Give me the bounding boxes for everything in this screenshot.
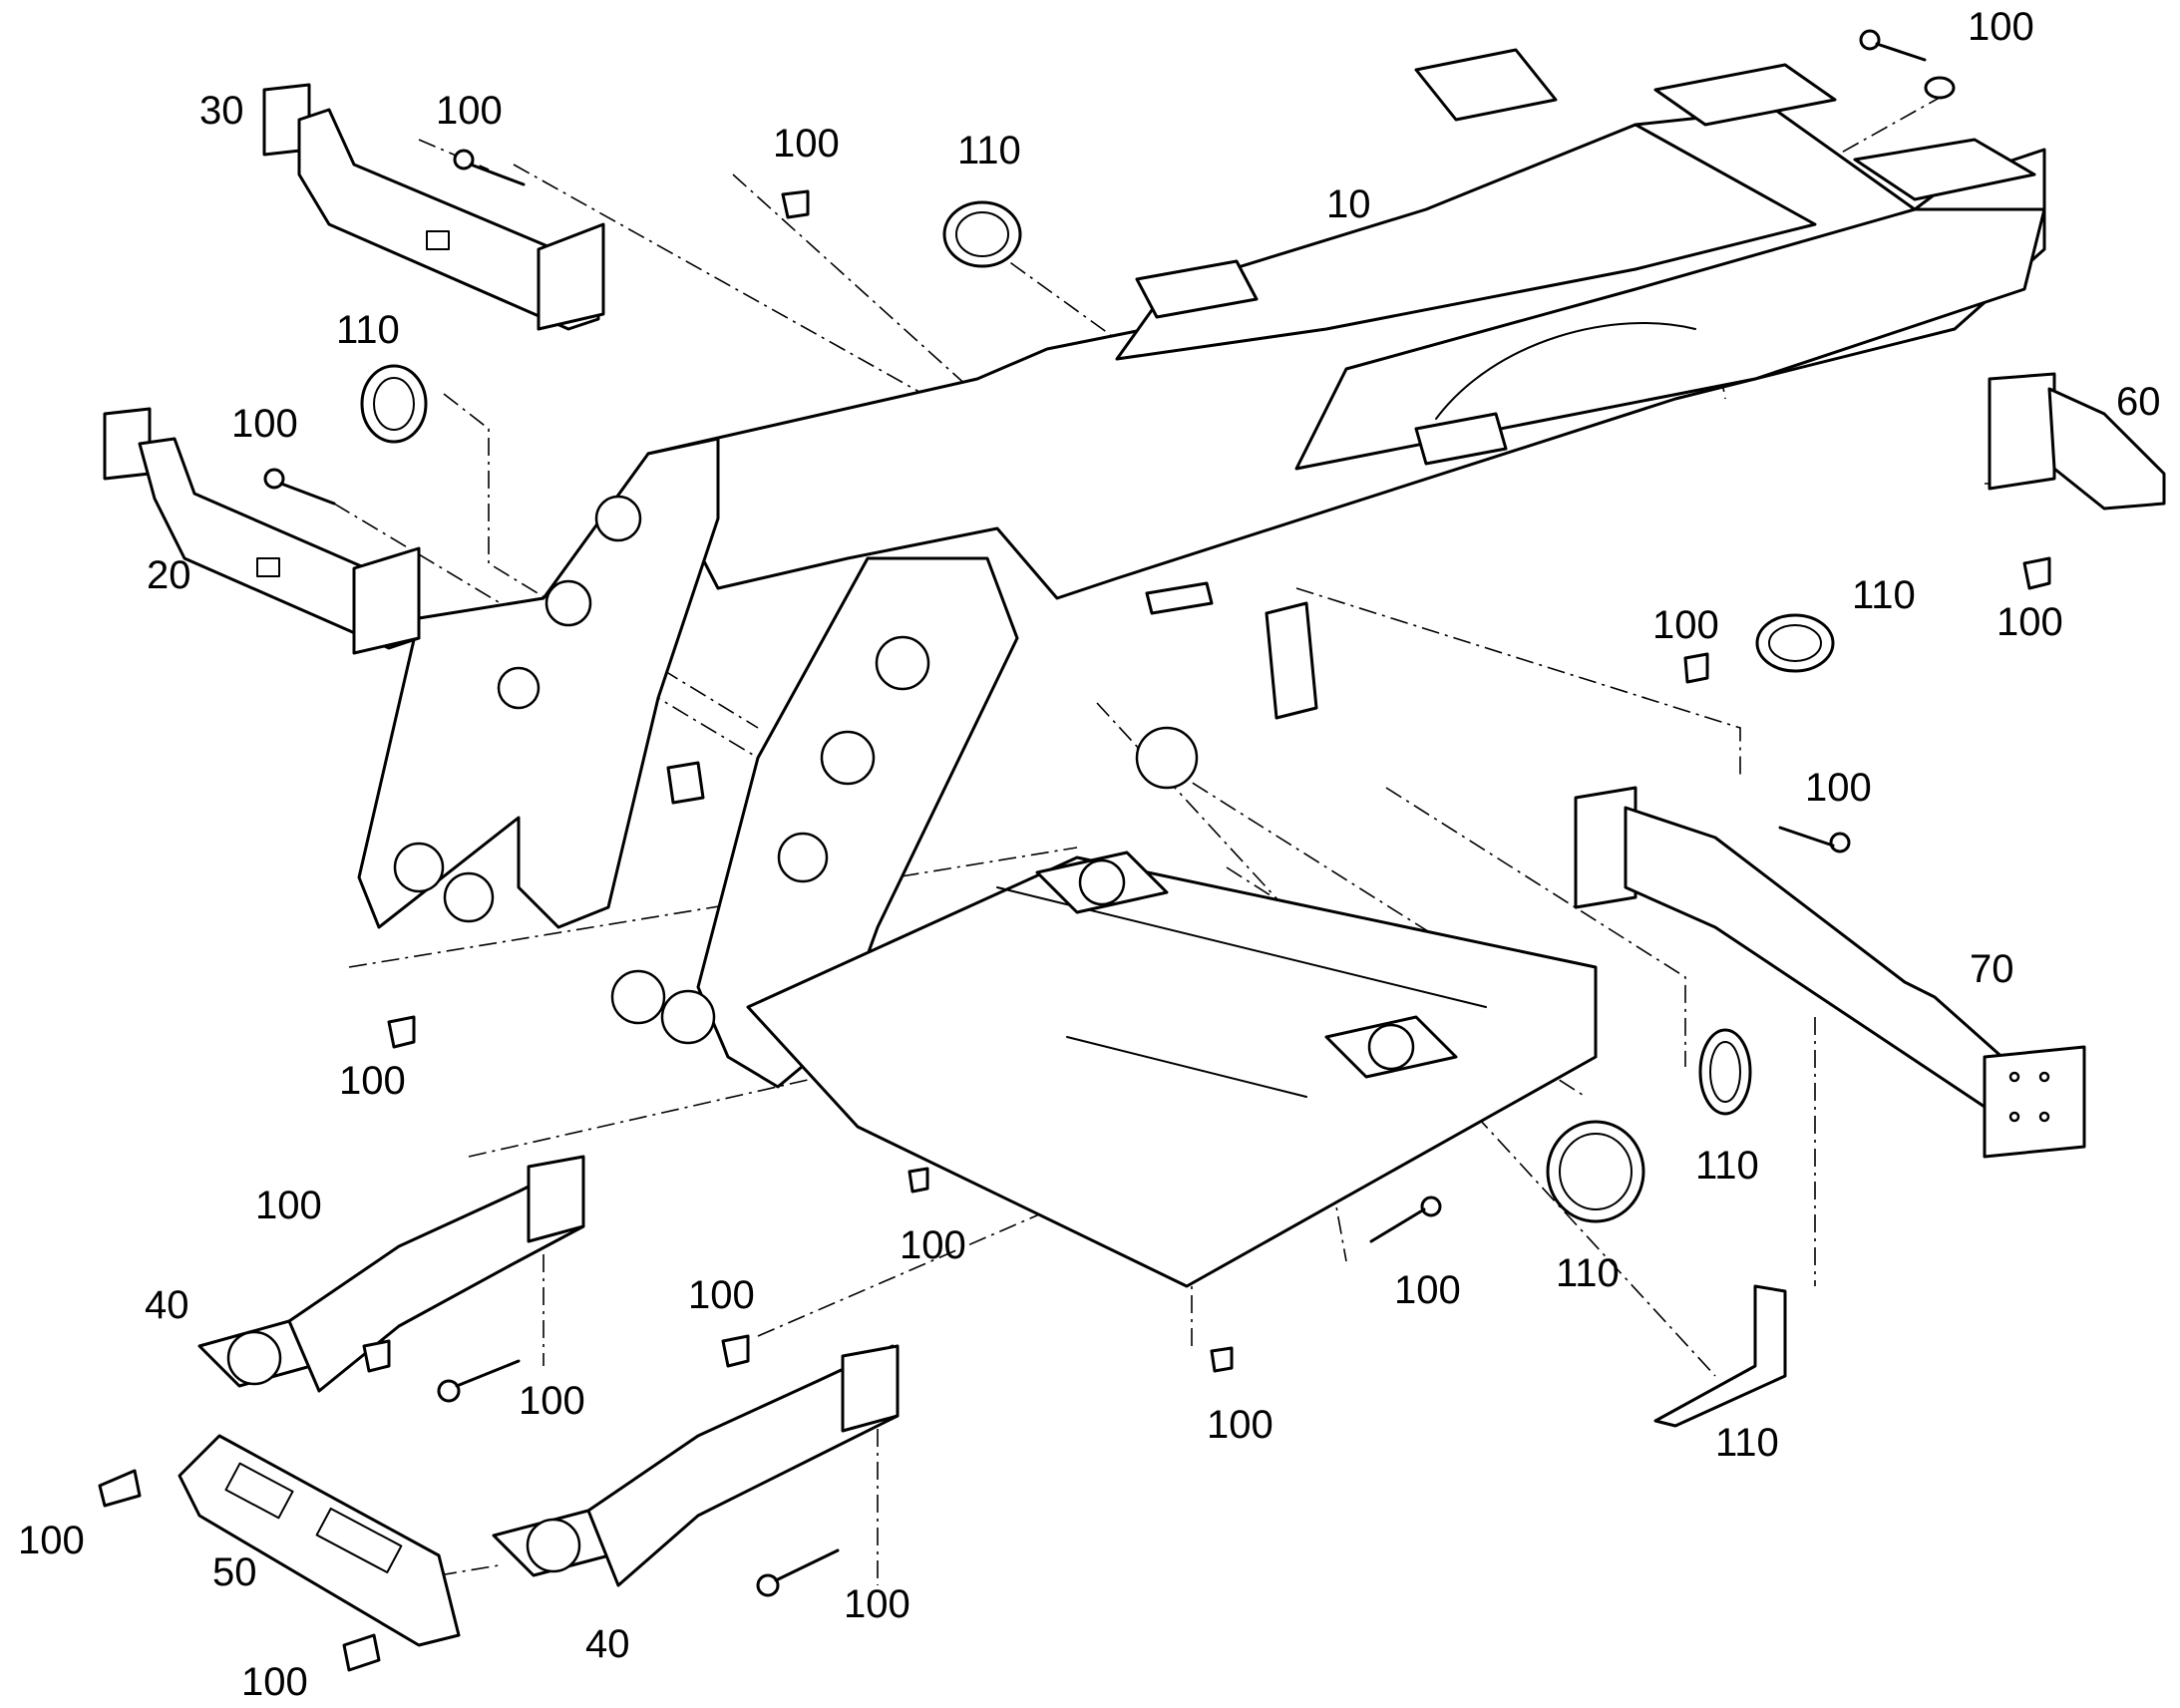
callout-right-rear-beam: 60 xyxy=(2116,380,2161,424)
callout-fastener: 100 xyxy=(844,1582,910,1626)
callout-main-frame: 10 xyxy=(1326,182,1371,226)
callout-seal: 110 xyxy=(1556,1251,1620,1295)
callout-labels: 10 20 30 40 40 50 60 70 100 100 100 100 … xyxy=(18,5,2161,1704)
callout-left-front-beam: 20 xyxy=(147,553,191,597)
outrigger-right xyxy=(492,1344,900,1587)
callout-seal: 110 xyxy=(1852,573,1916,617)
callout-fastener: 100 xyxy=(519,1379,585,1423)
callout-fastener: 100 xyxy=(773,122,840,166)
main-frame xyxy=(357,48,2046,1288)
right-rear-beam xyxy=(1988,372,2166,511)
callout-seal: 110 xyxy=(957,129,1021,172)
callout-right-side-beam: 70 xyxy=(1970,947,2014,991)
callout-front-bracket: 50 xyxy=(212,1550,257,1594)
callout-seal: 110 xyxy=(1715,1421,1779,1465)
callout-fastener: 100 xyxy=(1968,5,2034,49)
fasteners xyxy=(98,29,2051,1672)
callout-fastener: 100 xyxy=(688,1273,755,1317)
left-rear-beam xyxy=(262,83,605,331)
callout-fastener: 100 xyxy=(241,1660,308,1704)
callout-fastener: 100 xyxy=(1997,600,2063,644)
callout-fastener: 100 xyxy=(900,1223,966,1267)
front-bracket xyxy=(178,1434,461,1647)
callout-fastener: 100 xyxy=(18,1519,85,1562)
callout-seal: 110 xyxy=(336,308,400,352)
right-side-beam xyxy=(1574,786,2086,1159)
callout-fastener: 100 xyxy=(1207,1403,1273,1447)
callout-fastener: 100 xyxy=(231,402,298,446)
callout-outrigger-right: 40 xyxy=(585,1622,630,1666)
callout-seal: 110 xyxy=(1695,1144,1759,1188)
callout-fastener: 100 xyxy=(1652,603,1719,647)
callout-fastener: 100 xyxy=(339,1059,406,1103)
seals xyxy=(360,200,1835,1428)
callout-fastener: 100 xyxy=(436,89,503,133)
left-front-beam xyxy=(103,407,421,655)
callout-fastener: 100 xyxy=(1394,1268,1461,1312)
outrigger-left xyxy=(197,1155,585,1393)
callout-left-rear-beam: 30 xyxy=(199,89,244,133)
callout-fastener: 100 xyxy=(255,1184,322,1227)
callout-fastener: 100 xyxy=(1805,766,1872,810)
callout-outrigger-left: 40 xyxy=(145,1283,189,1327)
